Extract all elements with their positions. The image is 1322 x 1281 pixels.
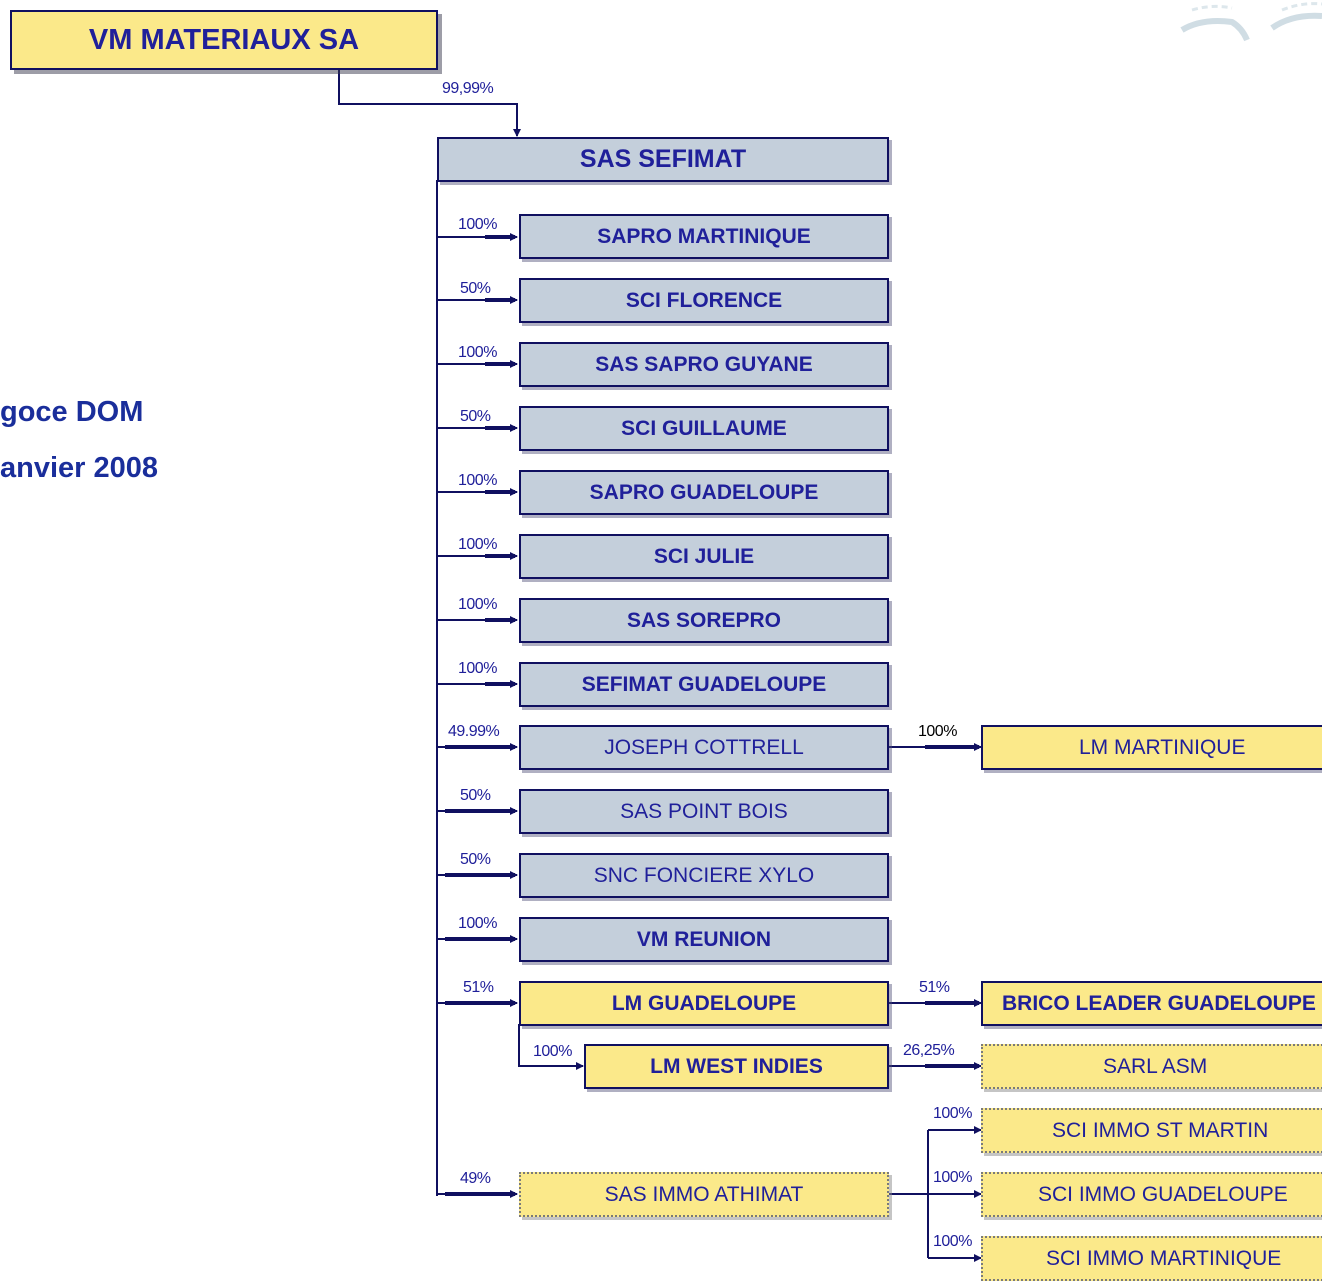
node-lm-martinique: LM MARTINIQUE xyxy=(981,725,1322,770)
node-sas-sefimat: SAS SEFIMAT xyxy=(437,137,889,182)
ownership-label: 51% xyxy=(463,979,494,996)
node-sarl-asm: SARL ASM xyxy=(981,1044,1322,1089)
ownership-label: 51% xyxy=(919,979,950,996)
ownership-label: 49.99% xyxy=(448,723,500,740)
node-sci-immo-martinique: SCI IMMO MARTINIQUE xyxy=(981,1236,1322,1281)
ownership-label: 100% xyxy=(458,915,497,932)
page-title-line-1: goce DOM xyxy=(0,396,144,428)
node-lm-west-indies: LM WEST INDIES xyxy=(584,1044,889,1089)
ownership-label: 100% xyxy=(933,1233,972,1250)
ownership-label: 100% xyxy=(458,344,497,361)
node-sci-guillaume: SCI GUILLAUME xyxy=(519,406,889,451)
ownership-label: 100% xyxy=(933,1105,972,1122)
node-sci-florence: SCI FLORENCE xyxy=(519,278,889,323)
logo-waves-icon xyxy=(1180,2,1322,42)
node-joseph-cottrell: JOSEPH COTTRELL xyxy=(519,725,889,770)
ownership-label: 50% xyxy=(460,280,491,297)
ownership-label: 49% xyxy=(460,1170,491,1187)
node-sci-immo-guadeloupe: SCI IMMO GUADELOUPE xyxy=(981,1172,1322,1217)
ownership-label: 100% xyxy=(458,596,497,613)
node-snc-fonciere-xylo: SNC FONCIERE XYLO xyxy=(519,853,889,898)
page-title-line-2: anvier 2008 xyxy=(0,452,159,484)
ownership-label: 50% xyxy=(460,787,491,804)
ownership-label: 26,25% xyxy=(903,1042,955,1059)
ownership-label-sefimat: 99,99% xyxy=(442,80,494,97)
node-vm-materiaux-sa: VM MATERIAUX SA xyxy=(10,10,438,70)
node-sas-sapro-guyane: SAS SAPRO GUYANE xyxy=(519,342,889,387)
ownership-label: 100% xyxy=(918,723,957,740)
node-sas-immo-athimat: SAS IMMO ATHIMAT xyxy=(519,1172,889,1217)
ownership-label: 100% xyxy=(458,216,497,233)
ownership-label: 100% xyxy=(933,1169,972,1186)
ownership-label: 100% xyxy=(533,1043,572,1060)
node-sci-immo-st-martin: SCI IMMO ST MARTIN xyxy=(981,1108,1322,1153)
ownership-label: 100% xyxy=(458,536,497,553)
node-brico-leader-guadeloupe: BRICO LEADER GUADELOUPE xyxy=(981,981,1322,1026)
ownership-label: 50% xyxy=(460,851,491,868)
node-sefimat-guadeloupe: SEFIMAT GUADELOUPE xyxy=(519,662,889,707)
node-vm-reunion: VM REUNION xyxy=(519,917,889,962)
ownership-label: 100% xyxy=(458,472,497,489)
node-sapro-guadeloupe: SAPRO GUADELOUPE xyxy=(519,470,889,515)
node-sas-sorepro: SAS SOREPRO xyxy=(519,598,889,643)
ownership-label: 50% xyxy=(460,408,491,425)
node-sas-point-bois: SAS POINT BOIS xyxy=(519,789,889,834)
node-sapro-martinique: SAPRO MARTINIQUE xyxy=(519,214,889,259)
node-sci-julie: SCI JULIE xyxy=(519,534,889,579)
node-lm-guadeloupe: LM GUADELOUPE xyxy=(519,981,889,1026)
ownership-label: 100% xyxy=(458,660,497,677)
